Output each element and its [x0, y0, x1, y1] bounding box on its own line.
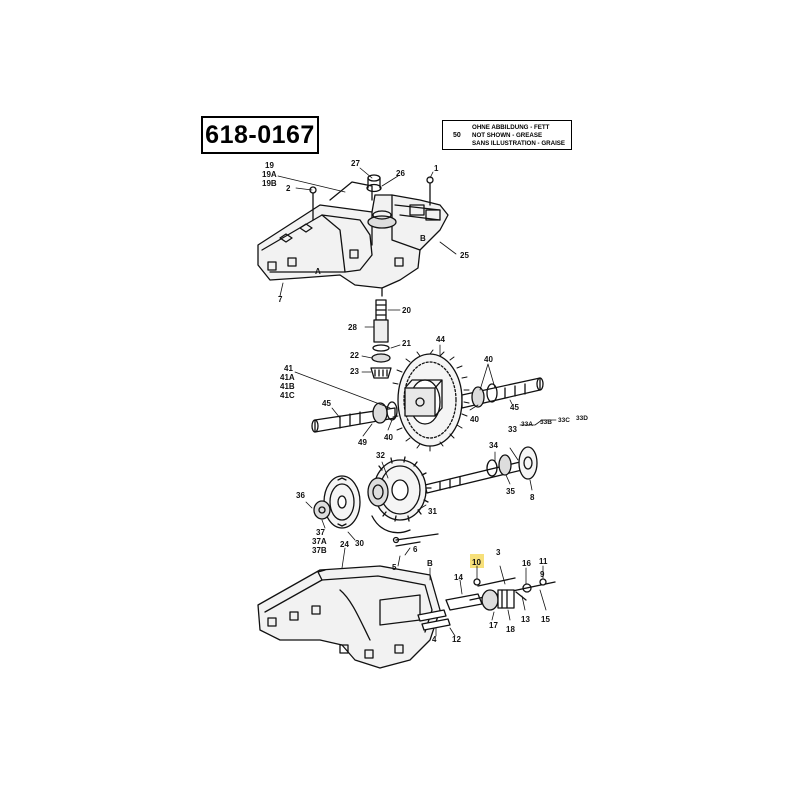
callout-33d: 33D [576, 415, 588, 422]
callout-33c: 33C [558, 417, 570, 424]
callout-33b: 33B [540, 419, 552, 426]
callout-9: 9 [540, 570, 545, 579]
callout-45a: 45 [322, 399, 331, 408]
callout-8: 8 [530, 493, 535, 502]
sprocket-30 [305, 475, 361, 541]
callout-28: 28 [348, 323, 357, 332]
part-number-title: 618-0167 [201, 116, 319, 154]
callout-b-top: B [420, 234, 426, 243]
callout-31: 31 [428, 507, 437, 516]
callout-15: 15 [541, 615, 550, 624]
callout-41a: 41A [280, 373, 295, 382]
callout-1: 1 [434, 164, 439, 173]
legend-number: 50 [453, 132, 461, 139]
callout-10: 10 [472, 558, 481, 567]
callout-19: 19 [265, 161, 274, 170]
callout-20: 20 [402, 306, 411, 315]
legend-line-german: OHNE ABBILDUNG - FETT [472, 124, 550, 131]
callout-19a: 19A [262, 170, 277, 179]
shift-keys [417, 579, 483, 637]
callout-30: 30 [355, 539, 364, 548]
bevel-gear-31 [367, 456, 432, 522]
callout-24: 24 [340, 540, 349, 549]
callout-41b: 41B [280, 382, 295, 391]
callout-40c: 40 [470, 415, 479, 424]
legend-line-french: SANS ILLUSTRATION - GRAISE [472, 140, 566, 147]
callout-26: 26 [396, 169, 405, 178]
part-10-highlight [470, 554, 484, 568]
callout-14: 14 [454, 573, 463, 582]
callout-2: 2 [286, 184, 291, 193]
callout-labels: 19 19A 19B 2 27 26 1 A B 25 7 20 28 21 2… [262, 159, 588, 644]
callout-16: 16 [522, 559, 531, 568]
callout-a: A [315, 267, 321, 276]
callout-32: 32 [376, 451, 385, 460]
callout-37: 37 [316, 528, 325, 537]
callout-7: 7 [278, 295, 283, 304]
large-gear-teeth [392, 349, 470, 452]
callout-40b: 40 [384, 433, 393, 442]
callout-45b: 45 [510, 403, 519, 412]
callout-35: 35 [506, 487, 515, 496]
callout-37a: 37A [312, 537, 327, 546]
callout-33a: 33A [521, 421, 533, 428]
callout-4: 4 [432, 635, 437, 644]
callout-b-bottom: B [427, 559, 433, 568]
callout-44: 44 [436, 335, 445, 344]
callout-34: 34 [489, 441, 498, 450]
callout-18: 18 [506, 625, 515, 634]
callout-21: 21 [402, 339, 411, 348]
pinion-shaft [361, 299, 401, 379]
legend-line-english: NOT SHOWN - GREASE [472, 132, 543, 139]
callout-12: 12 [452, 635, 461, 644]
differential-assembly [294, 344, 544, 447]
callout-6: 6 [413, 545, 418, 554]
upper-housing-cover [257, 181, 449, 297]
callout-17: 17 [489, 621, 498, 630]
callout-36: 36 [296, 491, 305, 500]
grease-legend-box: 50 OHNE ABBILDUNG - FETT NOT SHOWN - GRE… [442, 120, 572, 150]
callout-13: 13 [521, 615, 530, 624]
callout-33: 33 [508, 425, 517, 434]
callout-37b: 37B [312, 546, 327, 555]
callout-11: 11 [539, 557, 548, 566]
callout-23: 23 [350, 367, 359, 376]
lower-housing [257, 547, 441, 669]
countershaft-assembly [424, 419, 557, 494]
callout-27: 27 [351, 159, 360, 168]
callout-5: 5 [392, 563, 397, 572]
callout-19b: 19B [262, 179, 277, 188]
callout-25: 25 [460, 251, 469, 260]
callout-41: 41 [284, 364, 293, 373]
callout-3: 3 [496, 548, 501, 557]
shift-fork-and-pins [371, 515, 439, 567]
bearing-26 [366, 183, 382, 193]
callout-40a: 40 [484, 355, 493, 364]
shift-collar-assembly [469, 565, 556, 621]
callout-49: 49 [358, 438, 367, 447]
callout-41c: 41C [280, 391, 295, 400]
callout-22: 22 [350, 351, 359, 360]
